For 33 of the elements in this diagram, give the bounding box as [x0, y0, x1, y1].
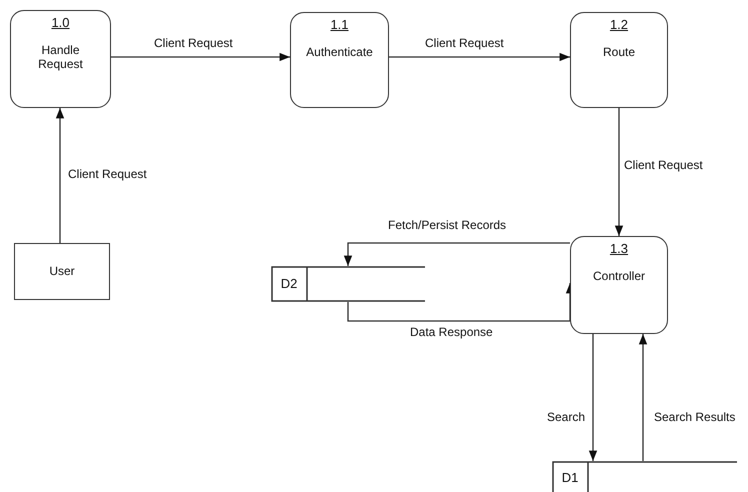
process-name: Handle Request: [37, 43, 84, 71]
edge-label: Client Request: [66, 167, 149, 181]
edge-label: Search Results: [652, 410, 738, 424]
process-number: 1.1: [329, 17, 350, 32]
edge-label: Search: [545, 410, 588, 424]
process-number: 1.3: [608, 241, 630, 256]
process-name: Route: [602, 45, 636, 59]
arrow: [111, 52, 290, 62]
edge-label: Client Request: [423, 36, 506, 50]
arrow: [344, 242, 570, 266]
process-name: Controller: [592, 269, 646, 283]
process-box: [570, 12, 668, 108]
entity-name: User: [48, 264, 76, 278]
arrow: [56, 108, 64, 243]
edge-label: Data Response: [408, 325, 495, 339]
edge-label: Client Request: [622, 158, 705, 172]
process-number: 1.0: [50, 15, 71, 30]
process-box: [570, 236, 668, 334]
process-box: [290, 12, 389, 108]
arrow: [638, 334, 648, 461]
arrow: [588, 334, 598, 461]
store-id: D2: [280, 276, 298, 291]
process-number: 1.2: [608, 17, 630, 32]
process-box: [10, 10, 111, 108]
data-store: [552, 461, 737, 492]
arrow: [389, 52, 570, 62]
store-id: D1: [560, 470, 580, 485]
edge-label: Fetch/Persist Records: [386, 218, 508, 232]
entity-box: [14, 243, 110, 300]
edge-label: Client Request: [152, 36, 235, 50]
process-name: Authenticate: [305, 45, 374, 59]
arrow: [614, 108, 624, 236]
data-store: [271, 266, 425, 302]
